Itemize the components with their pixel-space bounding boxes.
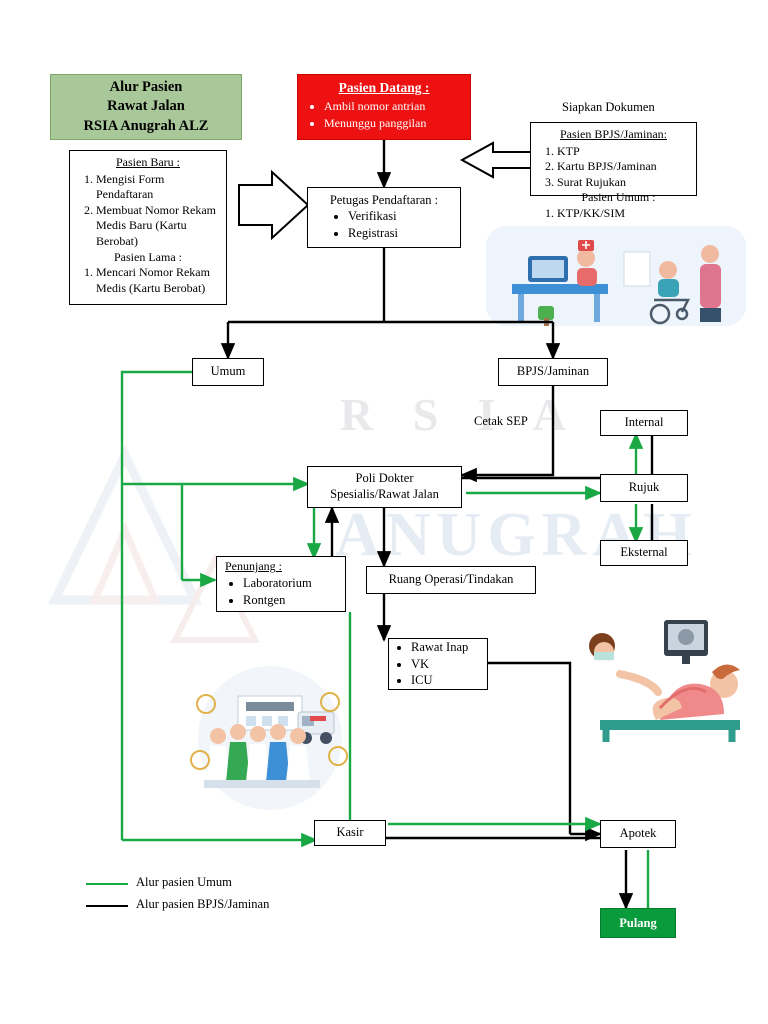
node-pulang-label: Pulang [619,915,657,930]
node-rujuk-label: Rujuk [628,480,660,495]
node-kasir: Kasir [314,820,386,846]
patient-header: Pasien Baru : [116,155,180,169]
node-eksternal: Eksternal [600,540,688,566]
node-ruang-operasi: Ruang Operasi/Tindakan [366,566,536,594]
node-umum: Umum [192,358,264,386]
node-penunjang: Penunjang : Laboratorium Rontgen [216,556,346,612]
node-internal-label: Internal [624,415,664,430]
patient-item: Membuat Nomor Rekam Medis Baru (Kartu Be… [96,203,220,250]
node-rawat-inap: Rawat Inap VK ICU [388,638,488,690]
hospital-team-illustration [190,666,348,810]
node-rujuk: Rujuk [600,474,688,502]
legend-label-umum: Alur pasien Umum [136,875,232,889]
label-cetak-sep: Cetak SEP [474,414,528,428]
documents-box: Pasien BPJS/Jaminan: KTP Kartu BPJS/Jami… [530,122,697,220]
node-poli-line2: Spesialis/Rawat Jalan [330,487,439,501]
inap-list: Rawat Inap VK ICU [389,639,487,690]
patient-subheader: Pasien Lama : [114,249,182,264]
penunjang-header: Penunjang : [225,559,282,574]
documents-sublist: KTP/KK/SIM [537,206,690,222]
registration-item: Registrasi [348,225,460,242]
patient-box: Pasien Baru : Mengisi Form Pendaftaran M… [69,150,227,305]
patient-item: Mengisi Form Pendaftaran [96,172,220,203]
legend-swatch-bpjs [86,905,128,907]
start-node-item: Ambil nomor antrian [324,98,464,115]
node-eksternal-label: Eksternal [620,545,668,560]
title-line-1: Alur Pasien [109,78,183,95]
node-bpjs-label: BPJS/Jaminan [516,364,590,379]
registration-header: Petugas Pendaftaran : [329,192,439,207]
usg-illustration [582,620,740,742]
patient-sublist: Mencari Nomor Rekam Medis (Kartu Berobat… [76,265,220,296]
documents-item: Surat Rujukan [557,175,690,191]
start-node-list: Ambil nomor antrian Menunggu panggilan [304,98,464,132]
documents-subheader: Pasien Umum : [581,190,656,205]
node-ruang-operasi-label: Ruang Operasi/Tindakan [388,572,514,587]
documents-subitem: KTP/KK/SIM [557,206,690,222]
penunjang-item: Rontgen [243,592,339,609]
legend-label-bpjs: Alur pasien BPJS/Jaminan [136,897,270,911]
node-bpjs: BPJS/Jaminan [498,358,608,386]
documents-header: Pasien BPJS/Jaminan: [559,127,667,141]
node-apotek: Apotek [600,820,676,848]
title-line-3: RSIA Anugrah ALZ [83,117,209,134]
title-line-2: Rawat Jalan [107,98,185,115]
documents-item: KTP [557,144,690,160]
title-box: Alur Pasien Rawat Jalan RSIA Anugrah ALZ [50,74,242,140]
node-pulang: Pulang [600,908,676,938]
inap-item: VK [411,656,487,673]
documents-item: Kartu BPJS/Jaminan [557,159,690,175]
start-node-item: Menunggu panggilan [324,115,464,132]
patient-subitem: Mencari Nomor Rekam Medis (Kartu Berobat… [96,265,220,296]
node-kasir-label: Kasir [336,825,364,840]
registration-item: Verifikasi [348,208,460,225]
patient-list: Mengisi Form Pendaftaran Membuat Nomor R… [76,172,220,250]
registration-list: Verifikasi Registrasi [308,208,460,242]
node-poli-line1: Poli Dokter [355,471,414,486]
registration-illustration [486,226,746,326]
penunjang-list: Laboratorium Rontgen [223,575,339,609]
node-apotek-label: Apotek [619,826,657,841]
start-node-pasien-datang: Pasien Datang : Ambil nomor antrian Menu… [297,74,471,140]
legend-swatch-umum [86,883,128,885]
documents-caption: Siapkan Dokumen [562,100,655,114]
node-petugas-pendaftaran: Petugas Pendaftaran : Verifikasi Registr… [307,187,461,248]
documents-list: KTP Kartu BPJS/Jaminan Surat Rujukan [537,144,690,191]
node-internal: Internal [600,410,688,436]
inap-item: Rawat Inap [411,639,487,656]
penunjang-item: Laboratorium [243,575,339,592]
node-umum-label: Umum [210,364,246,379]
inap-item: ICU [411,672,487,689]
start-node-header: Pasien Datang : [338,80,430,95]
node-poli-dokter: Poli Dokter Spesialis/Rawat Jalan [307,466,462,508]
